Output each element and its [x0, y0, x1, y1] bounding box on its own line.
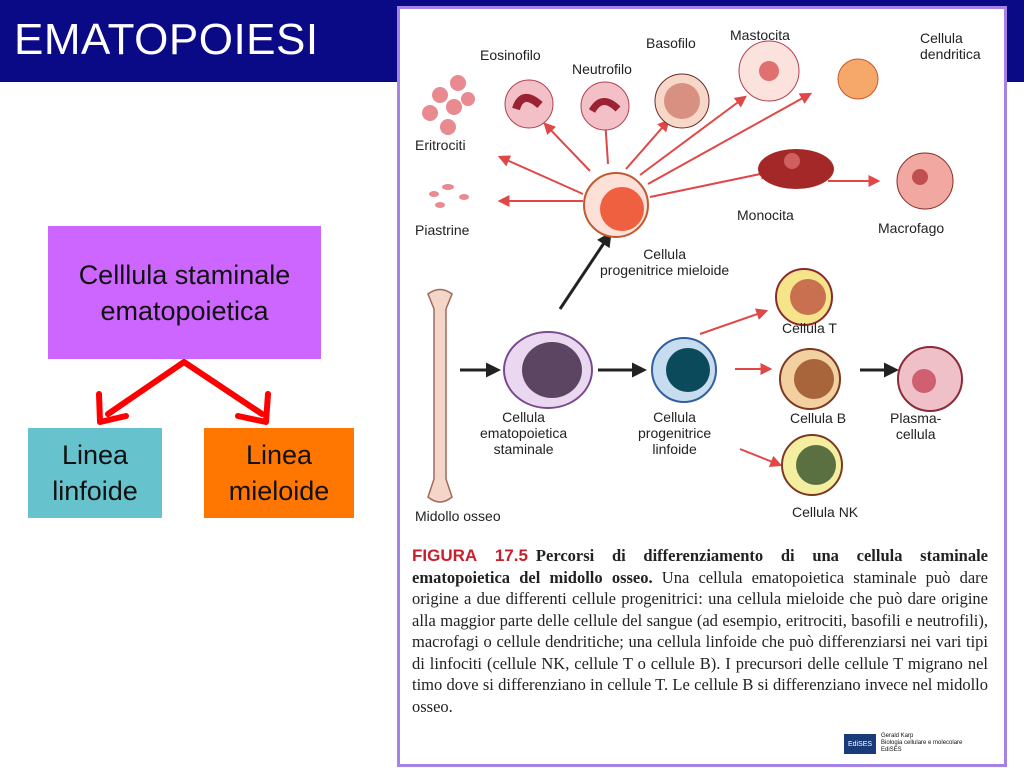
label-mastocita: Mastocita	[730, 27, 790, 43]
label-progenitrice-mieloide: Cellula progenitrice mieloide	[600, 246, 730, 278]
label-midollo: Midollo osseo	[415, 508, 501, 524]
hsc-box: Celllula staminale ematopoietica	[48, 226, 321, 359]
label-eosinofilo: Eosinofilo	[480, 47, 541, 63]
lymphoid-line-box: Linea linfoide	[28, 428, 162, 518]
label-eritrociti: Eritrociti	[415, 137, 466, 153]
label-basofilo: Basofilo	[646, 35, 696, 51]
slide-title: EMATOPOIESI	[14, 15, 319, 64]
label-staminale: Cellula ematopoietica staminale	[480, 409, 568, 457]
bone-icon	[427, 288, 453, 503]
label-macrofago: Macrofago	[878, 220, 945, 236]
label-dendritica: Cellula dendritica	[920, 30, 981, 62]
textbook-figure: Eosinofilo Neutrofilo Basofilo Mastocita…	[397, 6, 1007, 767]
publisher-logo: EdiSES	[844, 734, 876, 754]
label-progenitrice-linfoide: Cellula progenitrice linfoide	[638, 409, 712, 457]
caption-heading: Percorsi di differenziamento di una cell…	[412, 546, 988, 587]
cell-icons	[422, 40, 963, 496]
label-cellula-nk: Cellula NK	[792, 504, 859, 520]
arrow-to-lymphoid	[105, 359, 187, 417]
hematopoiesis-diagram	[422, 40, 963, 503]
arrow-head-lymphoid	[96, 391, 129, 425]
publisher-text: Gerald Karp Biologia cellulare e molecol…	[881, 733, 963, 753]
arrow-head-myeloid	[235, 391, 271, 425]
label-monocita: Monocita	[737, 207, 794, 223]
label-plasmacellula: Plasma- cellula	[890, 410, 942, 442]
branch-arrows	[96, 359, 271, 425]
caption-body: Una cellula ematopoietica staminale può …	[412, 567, 988, 716]
arrow-to-myeloid	[181, 359, 265, 417]
figure-number: FIGURA 17.5	[412, 546, 528, 565]
label-neutrofilo: Neutrofilo	[572, 61, 632, 77]
label-cellula-t: Cellula T	[782, 320, 837, 336]
label-piastrine: Piastrine	[415, 222, 470, 238]
myeloid-line-box: Linea mieloide	[204, 428, 354, 518]
label-cellula-b: Cellula B	[790, 410, 847, 426]
